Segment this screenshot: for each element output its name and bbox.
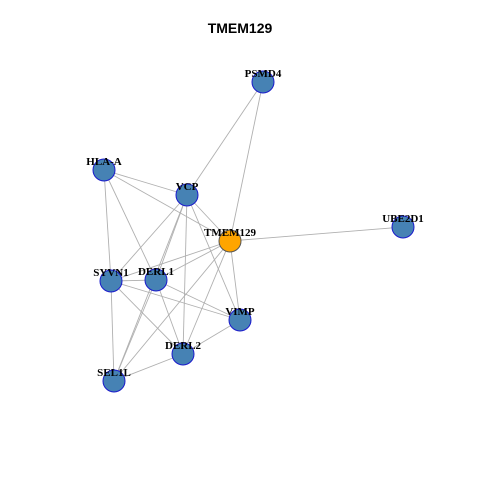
node-ube2d1 xyxy=(391,215,415,239)
edge-hla-a-tmem129 xyxy=(103,169,231,242)
edge-psmd4-vcp xyxy=(186,81,264,196)
node-psmd4 xyxy=(251,70,275,94)
edge-hla-a-derl1 xyxy=(103,169,157,281)
edge-tmem129-vimp xyxy=(229,240,241,321)
edge-syvn1-sel1l xyxy=(110,280,115,382)
edge-hla-a-vcp xyxy=(103,169,188,196)
edge-tmem129-ube2d1 xyxy=(229,226,404,242)
node-layer xyxy=(92,70,415,393)
edge-syvn1-derl2 xyxy=(110,280,184,355)
node-label-sel1l: SEL1L xyxy=(97,367,131,379)
edge-vcp-syvn1 xyxy=(110,194,188,282)
node-syvn1 xyxy=(99,269,123,293)
node-label-ube2d1: UBE2D1 xyxy=(382,213,424,225)
edge-derl1-sel1l xyxy=(113,279,157,382)
edge-derl1-vimp xyxy=(155,279,241,321)
edge-derl2-sel1l xyxy=(113,353,184,382)
node-label-vimp: VIMP xyxy=(225,306,255,318)
node-sel1l xyxy=(102,369,126,393)
node-derl1 xyxy=(144,268,168,292)
node-label-vcp: VCP xyxy=(176,181,199,193)
edge-tmem129-sel1l xyxy=(113,240,231,382)
edge-hla-a-syvn1 xyxy=(103,169,112,282)
edge-vcp-vimp xyxy=(186,194,241,321)
node-label-syvn1: SYVN1 xyxy=(93,267,128,279)
edge-tmem129-derl2 xyxy=(182,240,231,355)
edge-tmem129-syvn1 xyxy=(110,240,231,282)
edge-psmd4-tmem129 xyxy=(229,81,264,242)
node-tmem129 xyxy=(218,229,242,253)
node-hla-a xyxy=(92,158,116,182)
node-label-psmd4: PSMD4 xyxy=(245,68,282,80)
node-derl2 xyxy=(171,342,195,366)
node-label-derl1: DERL1 xyxy=(138,266,174,278)
edge-vcp-derl2 xyxy=(182,194,188,355)
edge-syvn1-vimp xyxy=(110,280,241,321)
node-label-derl2: DERL2 xyxy=(165,340,202,352)
edge-derl1-derl2 xyxy=(155,279,184,355)
edge-tmem129-derl1 xyxy=(155,240,231,281)
edge-layer xyxy=(103,81,404,382)
node-vimp xyxy=(228,308,252,332)
diagram-title: TMEM129 xyxy=(207,20,273,36)
node-vcp xyxy=(175,183,199,207)
node-label-hla-a: HLA-A xyxy=(86,156,122,168)
node-label-tmem129: TMEM129 xyxy=(204,227,256,239)
